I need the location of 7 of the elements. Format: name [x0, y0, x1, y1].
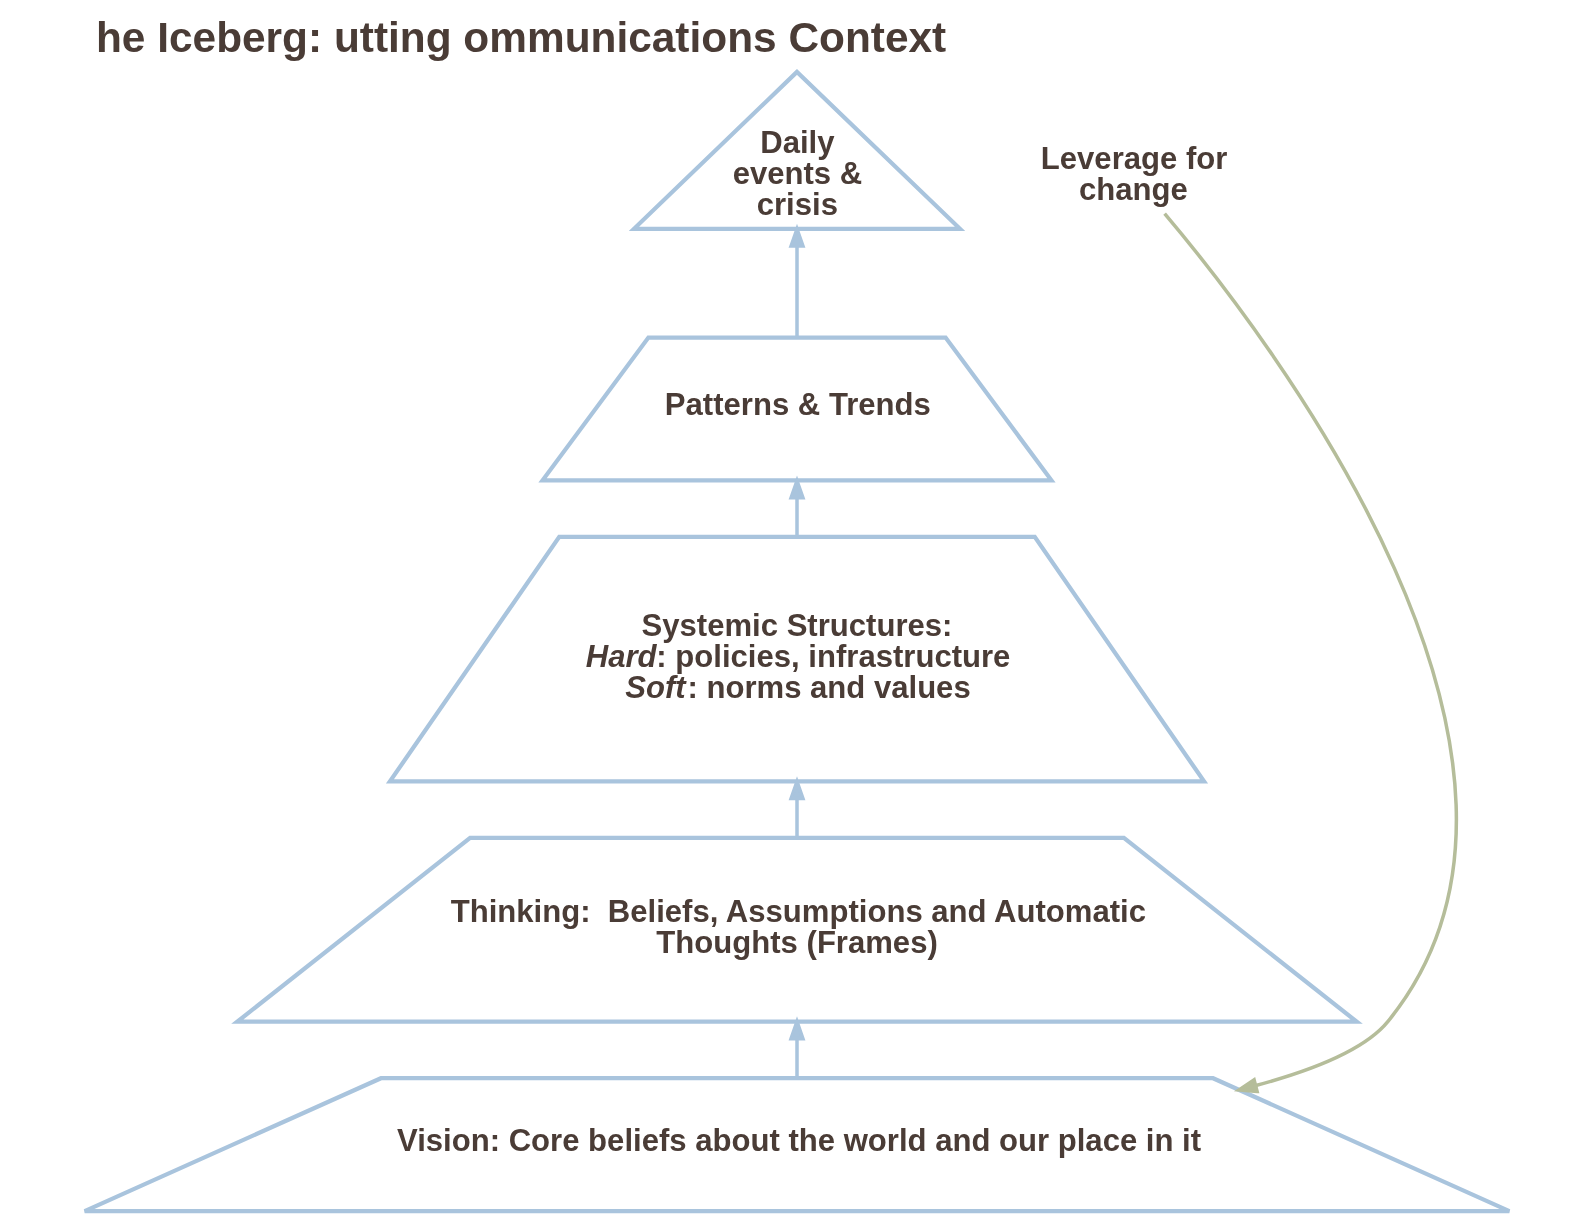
diagram-title: he Iceberg: utting ommunications Context	[95, 14, 947, 62]
arrow	[788, 475, 806, 537]
arrow	[1163, 212, 1458, 1094]
node-text: Leverage for change	[1040, 140, 1228, 207]
arrow	[788, 776, 806, 838]
arrow	[788, 223, 806, 338]
arrow	[788, 1016, 806, 1078]
